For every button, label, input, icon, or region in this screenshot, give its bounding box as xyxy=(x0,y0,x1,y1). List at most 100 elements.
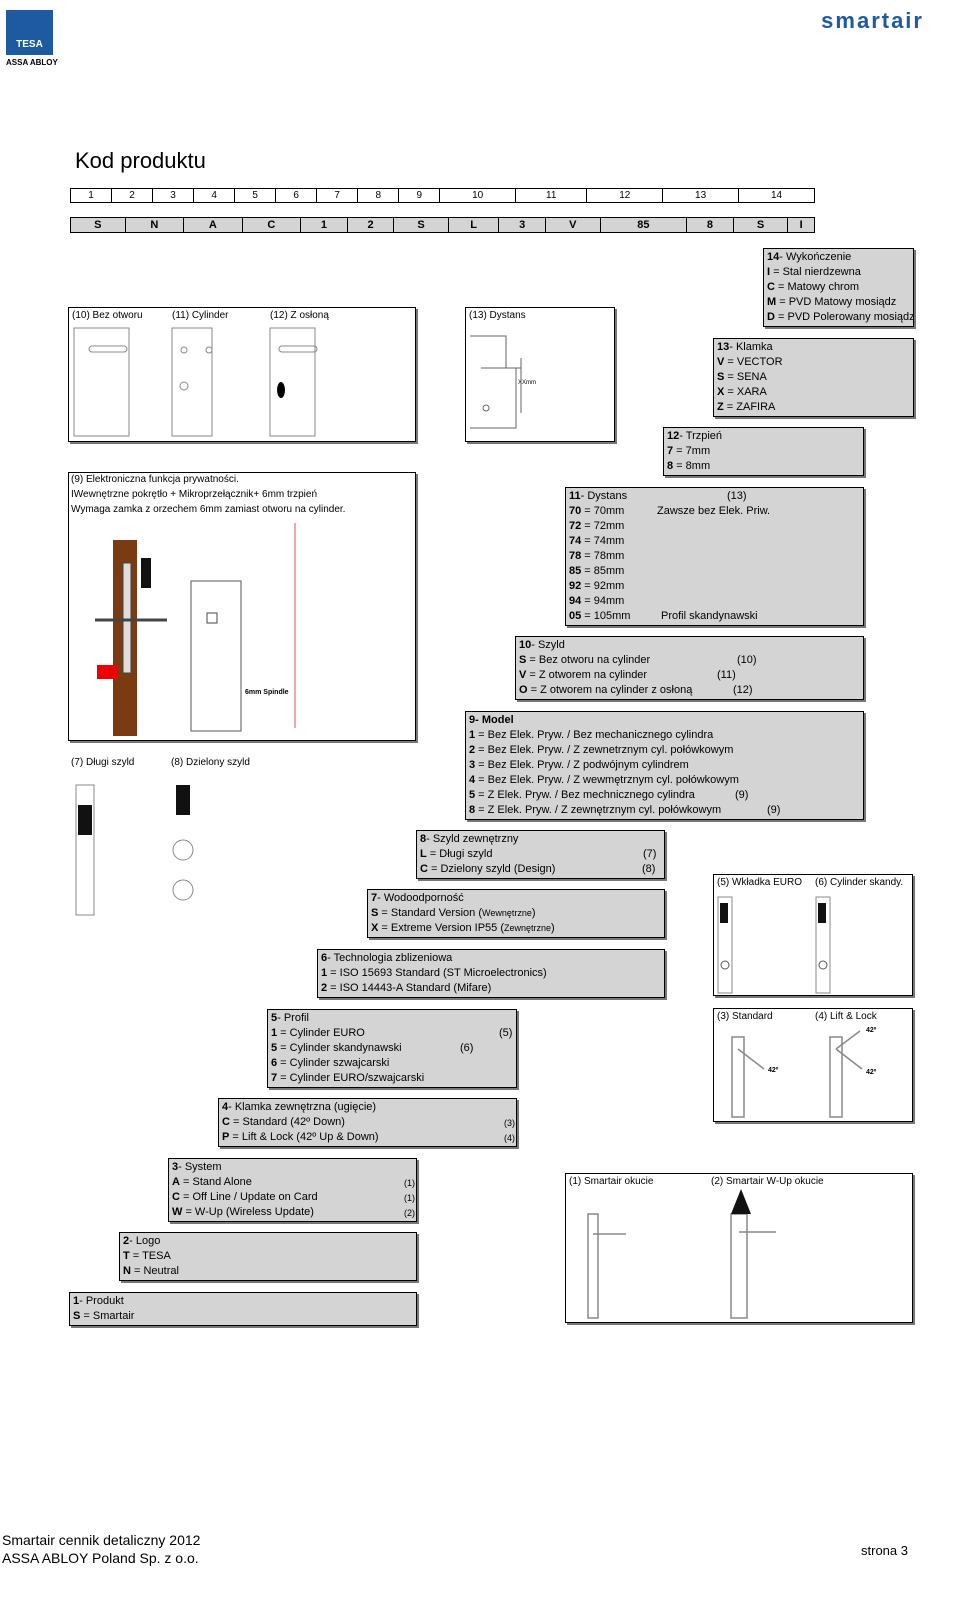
option-text: W = W-Up (Wireless Update) xyxy=(172,1206,314,1218)
position-row: 1 2 3 4 5 6 7 8 9 10 11 12 13 14 xyxy=(69,188,815,203)
box-title: 5- Profil xyxy=(271,1012,309,1024)
option-line: 4 = Bez Elek. Pryw. / Z wewmętrznym cyl.… xyxy=(469,774,739,786)
option-line: 94 = 94mm xyxy=(569,595,625,607)
box-title: 2- Logo xyxy=(123,1235,161,1247)
option-text: S = Standard Version ( xyxy=(371,907,482,919)
page-number: strona 3 xyxy=(861,1543,908,1558)
option-line: 2 = ISO 14443-A Standard (Mifare) xyxy=(321,982,492,994)
option-line: 8 = 8mm xyxy=(667,460,711,472)
option-box-spindle: 12- Trzpień 7 = 7mm 8 = 8mm xyxy=(663,427,864,476)
option-text: 05 = 105mm xyxy=(569,610,631,622)
position-cell: 8 xyxy=(357,188,400,203)
box-title: 8- Szyld zewnętrzny xyxy=(420,833,519,845)
figure-label: (2) Smartair W-Up okucie xyxy=(711,1176,824,1187)
option-text-end: ) xyxy=(551,922,555,934)
angle-label: 42º xyxy=(866,1069,877,1076)
option-text: 8 = Z Elek. Pryw. / Z zewnętrznym cyl. p… xyxy=(469,804,722,816)
option-line: M = PVD Matowy mosiądz xyxy=(767,296,897,308)
position-cell: 9 xyxy=(398,188,441,203)
note-text: Zawsze bez Elek. Priw. xyxy=(657,505,771,517)
option-text-end: ) xyxy=(531,907,536,919)
ref-note: (11) xyxy=(717,669,736,681)
figure-label: (12) Z osłoną xyxy=(270,310,329,321)
option-line: S = Smartair xyxy=(73,1310,135,1322)
option-line: V = Z otworem na cylinder(11) xyxy=(519,668,860,683)
option-line: X = XARA xyxy=(717,386,767,398)
box-title: 1- Produkt xyxy=(73,1295,124,1307)
box-title: 12- Trzpień xyxy=(667,430,723,442)
option-box-outer-escutcheon: 8- Szyld zewnętrzny L = Długi szyld(7) C… xyxy=(416,830,665,879)
ref-note: (1) xyxy=(404,1193,415,1203)
ref-note: (3) xyxy=(504,1118,515,1128)
figure-label: (6) Cylinder skandy. xyxy=(815,877,904,888)
position-cell: 1 xyxy=(69,188,113,203)
option-line: I = Stal nierdzewna xyxy=(767,266,861,278)
position-cell: 3 xyxy=(152,188,195,203)
value-cell: V xyxy=(544,217,601,233)
escutcheon-length-drawing xyxy=(75,784,194,916)
figure-label: (3) Standard xyxy=(717,1011,773,1022)
assa-abloy-logo: ASSA ABLOY xyxy=(6,58,58,67)
option-line: 2 = Bez Elek. Pryw. / Z zewnetrznym cyl.… xyxy=(469,744,734,756)
option-box-system: 3- System A = Stand Alone(1) C = Off Lin… xyxy=(168,1158,417,1222)
option-line: V = VECTOR xyxy=(717,356,783,368)
distance-drawing xyxy=(470,335,522,429)
ref-note: (8) xyxy=(642,863,656,875)
value-cell: S xyxy=(393,217,449,233)
figure-system-fittings: (1) Smartair okucie (2) Smartair W-Up ok… xyxy=(565,1173,913,1323)
smartair-logo: smartair xyxy=(821,8,924,33)
dimension-label: XXmm xyxy=(518,380,536,386)
value-cell: A xyxy=(183,217,243,233)
option-text: P = Lift & Lock (42º Up & Down) xyxy=(222,1131,379,1143)
footer-title: Smartair cennik detaliczny 2012 xyxy=(2,1532,201,1548)
box-title: 13- Klamka xyxy=(717,341,773,353)
position-cell: 11 xyxy=(515,188,588,203)
option-line: 78 = 78mm xyxy=(569,550,625,562)
handle-angle-drawing xyxy=(731,1030,863,1118)
figure-label: (4) Lift & Lock xyxy=(815,1011,877,1022)
option-text: 70 = 70mm xyxy=(569,505,625,517)
figure-label: (1) Smartair okucie xyxy=(569,1176,654,1187)
box-title: 4- Klamka zewnętrzna (ugięcie) xyxy=(222,1101,377,1113)
option-text: S = Bez otworu na cylinder xyxy=(519,654,651,666)
option-line: O = Z otworem na cylinder z osłoną(12) xyxy=(519,683,860,698)
ref-note: (12) xyxy=(733,684,753,696)
option-box-waterproof: 7- Wodoodporność S = Standard Version (W… xyxy=(367,889,665,938)
option-line: S = Standard Version (Wewnętrzne) xyxy=(371,906,661,921)
box-title: 14- Wykończenie xyxy=(767,251,852,263)
option-line: P = Lift & Lock (42º Up & Down)(4) xyxy=(222,1130,515,1145)
option-text: 5 = Z Elek. Pryw. / Bez mechnicznego cyl… xyxy=(469,789,695,801)
option-text: C = Off Line / Update on Card xyxy=(172,1191,318,1203)
option-box-product: 1- Produkt S = Smartair xyxy=(69,1292,417,1326)
option-line: 70 = 70mm Zawsze bez Elek. Priw. xyxy=(569,504,860,519)
option-line: C = Standard (42º Down) (3) xyxy=(222,1115,515,1130)
ref-note: (10) xyxy=(737,654,757,666)
figure-privacy: 6mm Spindle xyxy=(68,472,416,741)
privacy-drawing xyxy=(95,523,296,736)
value-cell: 8 xyxy=(686,217,734,233)
box-title: 7- Wodoodporność xyxy=(371,892,464,904)
ref-note: (13) xyxy=(727,490,747,502)
option-line: 5 = Cylinder skandynawski(6) xyxy=(271,1041,513,1056)
option-line: W = W-Up (Wireless Update)(2) xyxy=(172,1205,415,1220)
option-text: C = Dzielony szyld (Design) xyxy=(420,863,556,875)
option-box-model: 9- Model 1 = Bez Elek. Pryw. / Bez mecha… xyxy=(465,711,864,820)
ref-note: (5) xyxy=(499,1027,513,1039)
tesa-logo: TESA xyxy=(6,10,53,55)
value-cell: 2 xyxy=(346,217,395,233)
box-title: 9- Model xyxy=(469,714,514,726)
value-cell: 3 xyxy=(498,217,546,233)
option-text: L = Długi szyld xyxy=(420,848,493,860)
option-line: L = Długi szyld(7) xyxy=(420,847,661,862)
option-text: C = Standard (42º Down) xyxy=(222,1116,345,1128)
figure-label: (7) Długi szyld xyxy=(71,757,135,768)
option-box-profile: 5- Profil 1 = Cylinder EURO(5) 5 = Cylin… xyxy=(267,1009,517,1088)
option-line: 8 = Z Elek. Pryw. / Z zewnętrznym cyl. p… xyxy=(469,803,860,818)
box-title: 11- Dystans(13) xyxy=(569,489,860,504)
angle-label: 42º xyxy=(768,1067,779,1074)
option-line: D = PVD Polerowany mosiądz xyxy=(767,311,915,323)
value-cell: 1 xyxy=(300,217,348,233)
option-text: A = Stand Alone xyxy=(172,1176,252,1188)
option-text: X = Extreme Version IP55 ( xyxy=(371,922,504,934)
